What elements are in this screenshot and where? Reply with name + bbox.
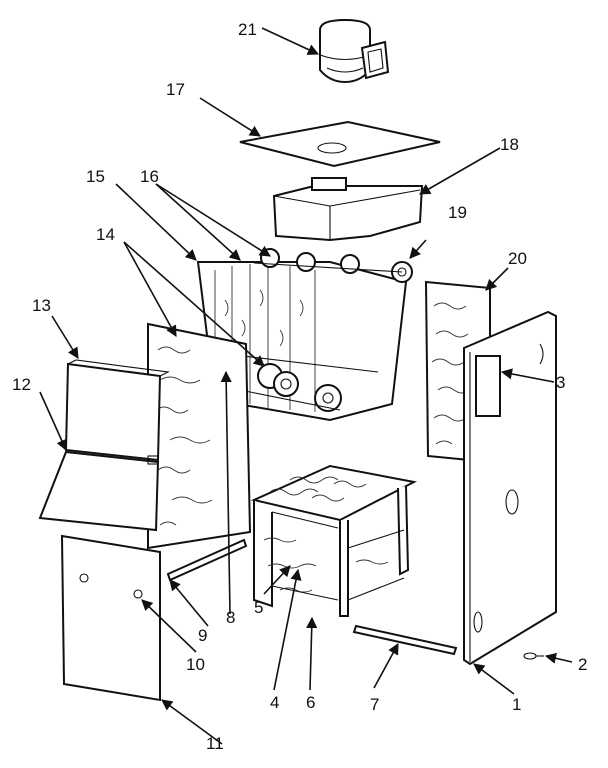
callout-10: 10 [186, 655, 205, 674]
callout-11: 11 [206, 734, 224, 753]
callout-12: 12 [12, 375, 31, 394]
callout-13: 13 [32, 296, 51, 315]
callout-14: 14 [96, 225, 115, 244]
callout-8: 8 [226, 608, 235, 627]
burner-box-part [250, 464, 418, 617]
callout-15: 15 [86, 167, 105, 186]
callout-16: 16 [140, 167, 159, 186]
callout-9: 9 [198, 626, 207, 645]
callout-1: 1 [512, 695, 521, 714]
callout-5: 5 [254, 598, 263, 617]
callout-7: 7 [370, 695, 379, 714]
callout-labels: 21 17 18 15 16 19 14 20 13 12 3 5 8 9 10… [12, 20, 587, 753]
left-insulation-panel-part [147, 322, 252, 550]
callout-17: 17 [166, 80, 185, 99]
upper-door-part [64, 359, 170, 462]
callout-19: 19 [448, 203, 467, 222]
draft-damper-part [319, 18, 390, 84]
callout-6: 6 [306, 693, 315, 712]
callout-2: 2 [578, 655, 587, 674]
lower-door-part [60, 534, 161, 702]
leader-lines [39, 27, 573, 745]
callout-4: 4 [270, 693, 279, 712]
callout-18: 18 [500, 135, 519, 154]
front-rail-part [352, 624, 458, 656]
side-panel-part [463, 310, 557, 666]
bottom-rail-part [166, 538, 248, 582]
callout-3: 3 [556, 373, 565, 392]
top-panel-part [239, 120, 441, 168]
callout-21: 21 [238, 20, 257, 39]
callout-20: 20 [508, 249, 527, 268]
flue-collector-part [272, 177, 424, 242]
screw-part [523, 652, 544, 660]
control-door-part [38, 450, 160, 532]
